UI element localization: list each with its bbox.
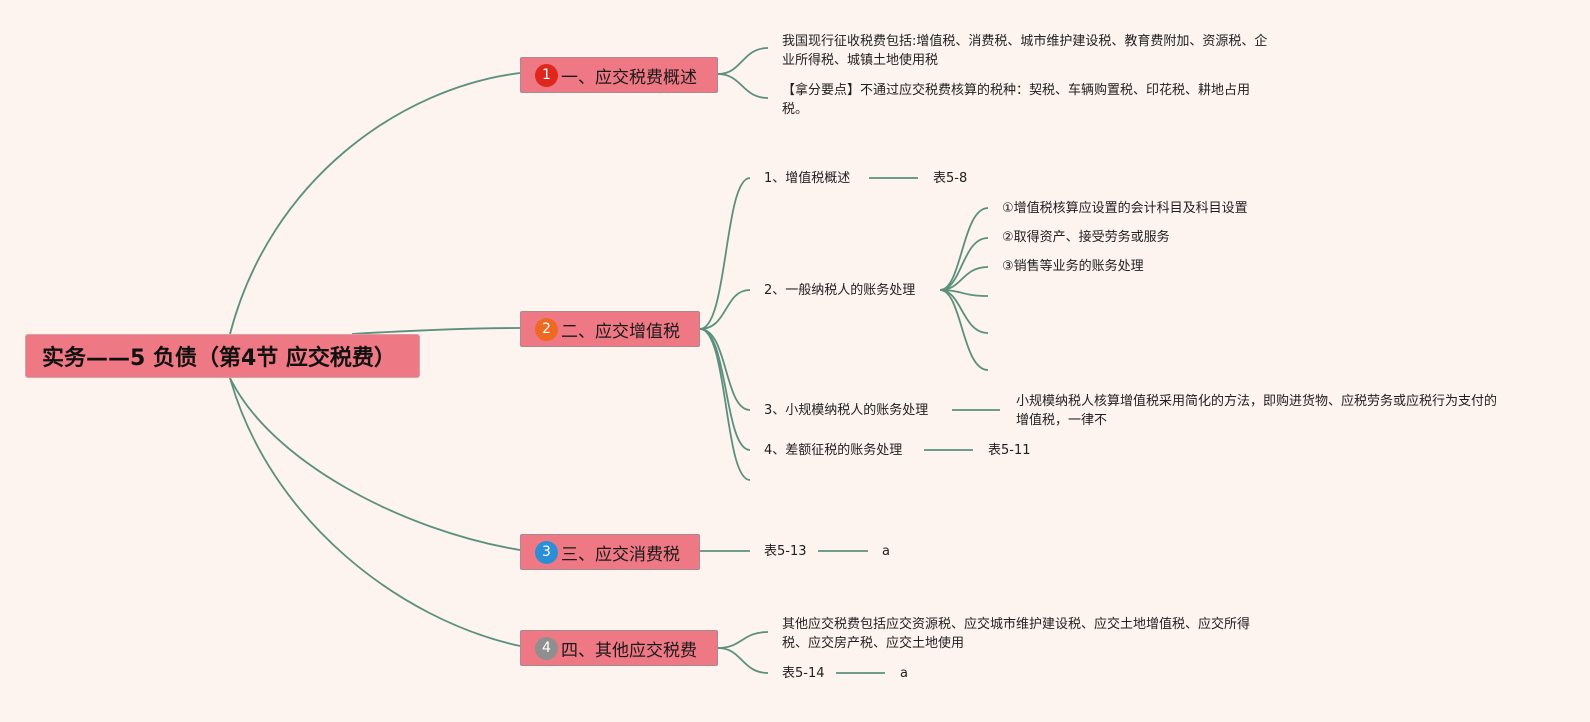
branch-2-label: 二、应交增值税 (561, 321, 680, 342)
other-table-note[interactable]: a (900, 666, 908, 681)
general-to-item-6 (939, 289, 989, 371)
general-taxpayer-label[interactable]: 2、一般纳税人的账务处理 (764, 283, 916, 298)
branch-1-to-note-2 (717, 73, 769, 99)
general-taxpayer-item-1[interactable]: ①增值税核算应设置的会计科目及科目设置 (1002, 201, 1248, 216)
branch-1-note-1[interactable]: 我国现行征收税费包括:增值税、消费税、城市维护建设税、教育费附加、资源税、企业所… (782, 34, 1268, 68)
general-taxpayer-item-3[interactable]: ③销售等业务的账务处理 (1002, 259, 1144, 274)
branch-4-to-note (717, 631, 769, 649)
root-to-branch-1 (229, 72, 521, 335)
other-taxes-note[interactable]: 其他应交税费包括应交资源税、应交城市维护建设税、应交土地增值税、应交所得税、应交… (782, 617, 1251, 651)
branch-4-topic[interactable]: 4 四、其他应交税费 (520, 630, 718, 666)
general-to-item-1 (939, 207, 989, 291)
number-3-icon: 3 (535, 540, 558, 564)
branch-1-topic[interactable]: 1 一、应交税费概述 (520, 57, 718, 93)
root-title: 实务——5 负债（第4节 应交税费） (42, 346, 396, 371)
branch-4-to-table (717, 647, 769, 674)
root-to-branch-3 (229, 377, 521, 551)
general-taxpayer-item-2[interactable]: ②取得资产、接受劳务或服务 (1002, 230, 1170, 245)
root-to-branch-4 (229, 377, 521, 647)
branch-2-to-child-1 (699, 177, 751, 330)
difference-tax-note[interactable]: 表5-11 (988, 443, 1031, 458)
root-topic[interactable]: 实务——5 负债（第4节 应交税费） (25, 334, 420, 378)
small-taxpayer-label[interactable]: 3、小规模纳税人的账务处理 (764, 403, 929, 418)
branch-1-label: 一、应交税费概述 (561, 67, 697, 88)
number-2-icon: 2 (535, 317, 558, 341)
branch-1-note-2[interactable]: 【拿分要点】不通过应交税费核算的税种：契税、车辆购置税、印花税、耕地占用税。 (782, 83, 1251, 117)
small-taxpayer-note[interactable]: 小规模纳税人核算增值税采用简化的方法，即购进货物、应税劳务或应税行为支付的增值税… (1016, 394, 1498, 428)
excise-table-label[interactable]: 表5-13 (764, 544, 807, 559)
branch-2-to-child-2 (699, 289, 751, 330)
branch-2-to-child-5 (699, 328, 751, 481)
difference-tax-label[interactable]: 4、差额征税的账务处理 (764, 443, 903, 458)
branch-3-label: 三、应交消费税 (561, 544, 680, 565)
branch-2-topic[interactable]: 2 二、应交增值税 (520, 311, 700, 347)
vat-overview-note[interactable]: 表5-8 (933, 171, 968, 186)
branch-1-to-note-1 (717, 47, 769, 75)
vat-overview-label[interactable]: 1、增值税概述 (764, 171, 851, 186)
branch-2-to-child-4 (699, 328, 751, 451)
number-4-icon: 4 (535, 636, 558, 660)
branch-4-label: 四、其他应交税费 (561, 640, 697, 661)
root-to-branch-2 (351, 327, 521, 335)
branch-3-topic[interactable]: 3 三、应交消费税 (520, 534, 700, 570)
other-table-label[interactable]: 表5-14 (782, 666, 825, 681)
excise-table-note[interactable]: a (882, 544, 890, 559)
number-1-icon: 1 (535, 63, 558, 87)
